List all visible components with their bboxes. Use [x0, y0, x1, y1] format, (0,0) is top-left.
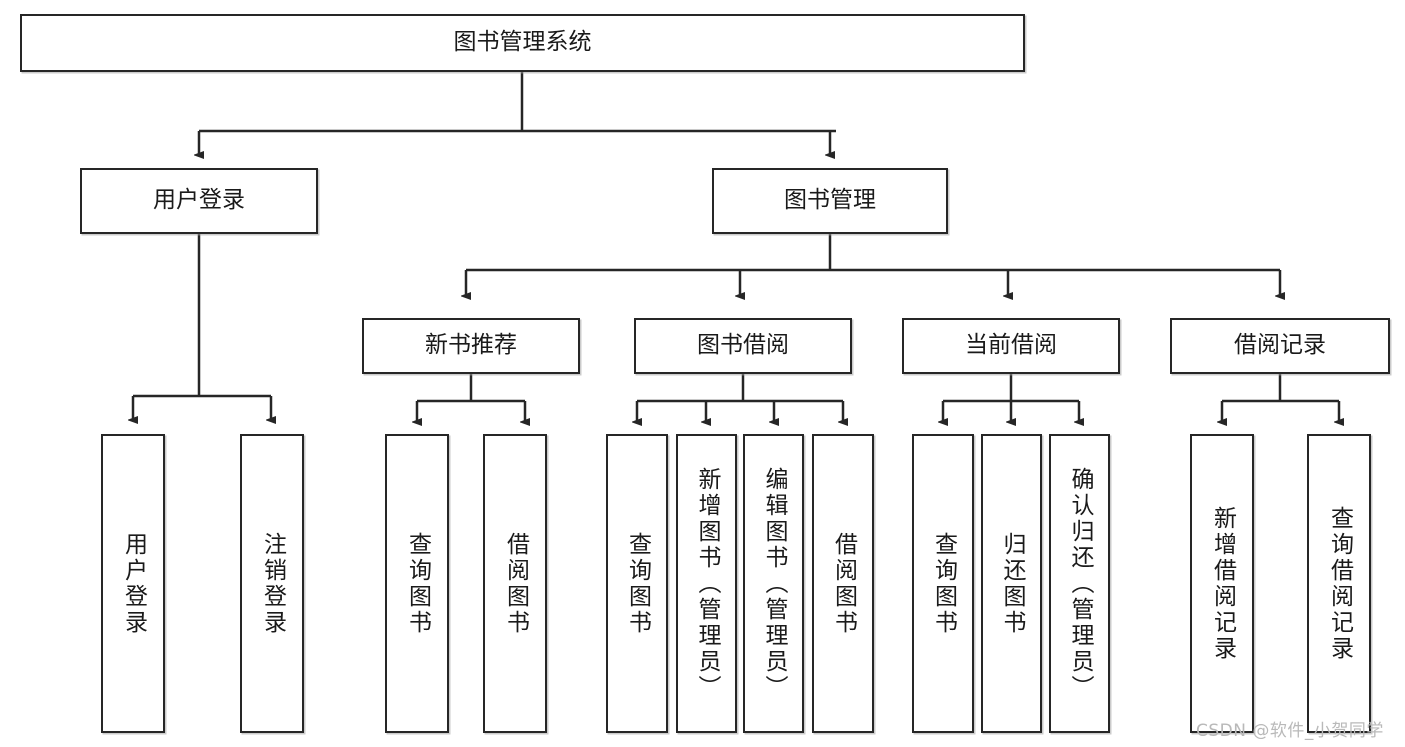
node-label: 编辑图书（管理员） — [761, 466, 787, 701]
node-leaf-query-borrow-record[interactable]: 查询借阅记录 — [1307, 434, 1371, 733]
node-label: 查询图书 — [930, 531, 957, 636]
node-leaf-query-book-2[interactable]: 查询图书 — [606, 434, 668, 733]
node-label: 图书管理 — [784, 187, 876, 214]
node-label: 当前借阅 — [965, 332, 1057, 359]
node-leaf-borrow-book-2[interactable]: 借阅图书 — [812, 434, 874, 733]
node-label: 图书借阅 — [697, 332, 789, 359]
node-borrow-record[interactable]: 借阅记录 — [1170, 318, 1390, 374]
node-leaf-return-book[interactable]: 归还图书 — [981, 434, 1042, 733]
node-leaf-logout-login[interactable]: 注销登录 — [240, 434, 304, 733]
node-book-management[interactable]: 图书管理 — [712, 168, 948, 234]
node-label: 借阅图书 — [830, 531, 857, 636]
node-label: 借阅图书 — [502, 531, 529, 636]
node-label: 确认归还（管理员） — [1067, 466, 1093, 701]
node-user-login[interactable]: 用户登录 — [80, 168, 318, 234]
node-leaf-query-book-3[interactable]: 查询图书 — [912, 434, 974, 733]
csdn-watermark: CSDN @软件_小贺同学 — [1196, 721, 1384, 741]
node-leaf-confirm-return-admin[interactable]: 确认归还（管理员） — [1049, 434, 1110, 733]
node-label: 新书推荐 — [425, 332, 517, 359]
node-label: 用户登录 — [153, 187, 245, 214]
node-label: 查询借阅记录 — [1326, 505, 1353, 662]
node-label: 图书管理系统 — [453, 29, 592, 56]
node-leaf-add-borrow-record[interactable]: 新增借阅记录 — [1190, 434, 1254, 733]
node-book-borrow[interactable]: 图书借阅 — [634, 318, 852, 374]
node-label: 新增借阅记录 — [1209, 505, 1236, 662]
node-new-book-recommend[interactable]: 新书推荐 — [362, 318, 580, 374]
node-root-book-management-system[interactable]: 图书管理系统 — [20, 14, 1025, 72]
node-label: 借阅记录 — [1234, 332, 1326, 359]
node-label: 用户登录 — [120, 531, 147, 636]
node-label: 新增图书（管理员） — [694, 466, 720, 701]
node-current-borrow[interactable]: 当前借阅 — [902, 318, 1120, 374]
node-leaf-borrow-book-1[interactable]: 借阅图书 — [483, 434, 547, 733]
node-label: 查询图书 — [624, 531, 651, 636]
node-leaf-edit-book-admin[interactable]: 编辑图书（管理员） — [743, 434, 804, 733]
node-label: 归还图书 — [999, 531, 1025, 636]
node-leaf-user-login[interactable]: 用户登录 — [101, 434, 165, 733]
node-leaf-query-book-1[interactable]: 查询图书 — [385, 434, 449, 733]
node-label: 查询图书 — [404, 531, 431, 636]
node-label: 注销登录 — [259, 531, 286, 636]
node-leaf-add-book-admin[interactable]: 新增图书（管理员） — [676, 434, 737, 733]
